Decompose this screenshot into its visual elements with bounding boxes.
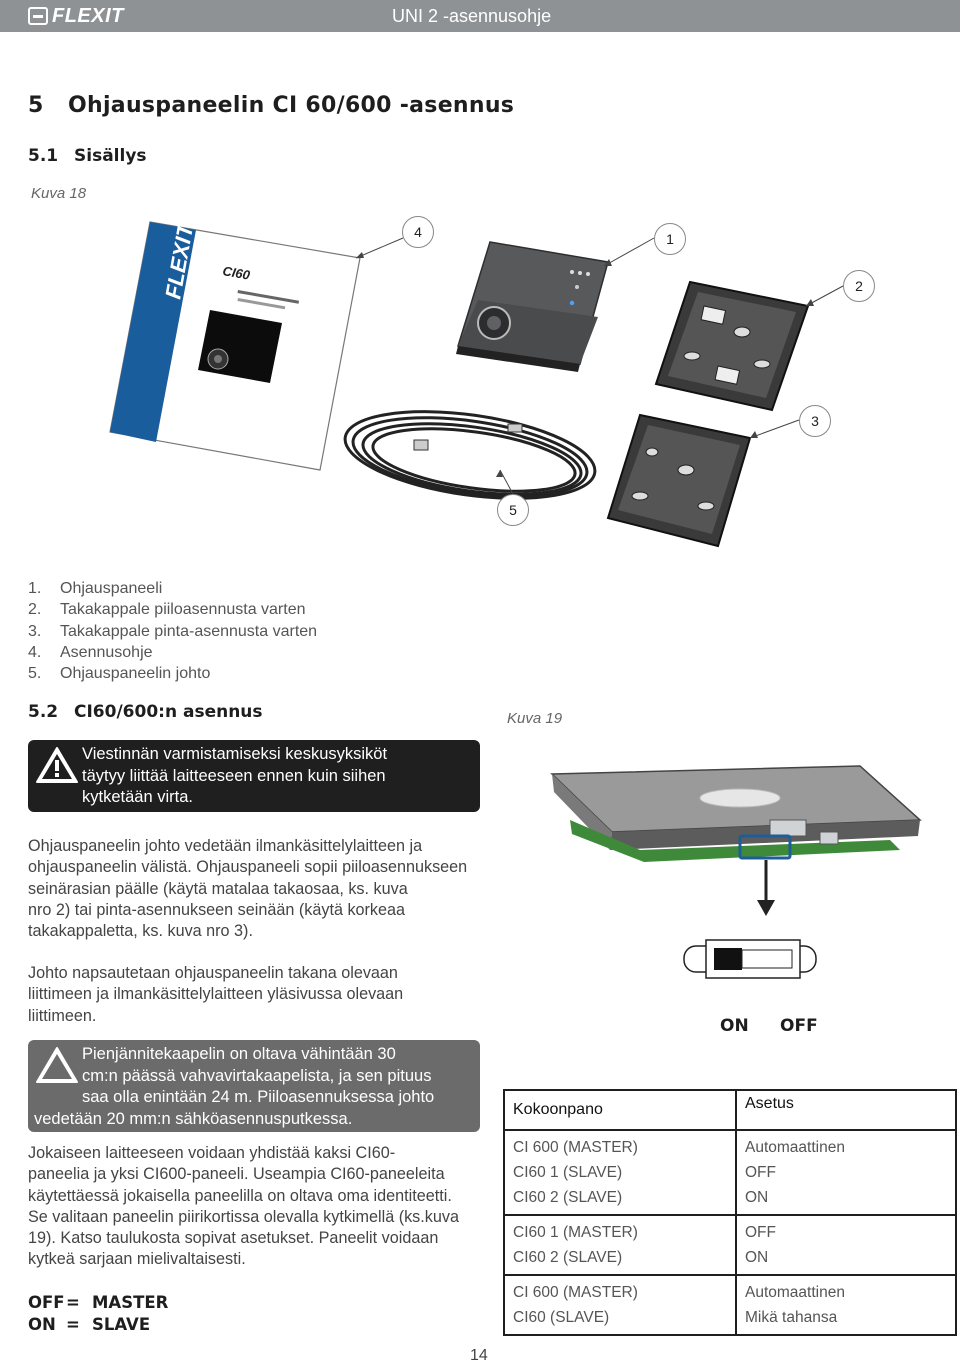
configuration-table: Kokoonpano Asetus CI 600 (MASTER) CI60 1…	[503, 1089, 957, 1336]
callout-bubble: 3	[799, 405, 831, 437]
subsection-number: 5.1	[28, 146, 59, 166]
control-panel-cable-illustration	[343, 410, 597, 500]
flexit-logo-icon	[28, 7, 48, 25]
warning-box-cable: Pienjännitekaapelin on oltava vähintään …	[28, 1040, 480, 1132]
list-item: 3.Takakappale pinta-asennusta varten	[28, 622, 318, 640]
table-header-configuration: Kokoonpano	[503, 1089, 737, 1131]
table-cell-configuration: CI 600 (MASTER) CI60 (SLAVE)	[503, 1274, 737, 1336]
warning-line: cm:n päässä vahvavirtakaapelista, ja sen…	[82, 1066, 432, 1085]
table-row: CI 600 (MASTER) CI60 1 (SLAVE) CI60 2 (S…	[503, 1129, 957, 1216]
subsection-heading-installation: 5.2 CI60/600:n asennus	[28, 702, 263, 722]
switch-label-on: ON	[720, 1016, 749, 1036]
contents-list: 1.Ohjauspaneeli 2.Takakappale piiloasenn…	[28, 580, 317, 686]
flush-mount-backplate-illustration	[654, 280, 810, 412]
warning-line: saa olla enintään 24 m. Piiloasennuksess…	[82, 1088, 435, 1106]
figure-caption-18: Kuva 18	[31, 185, 87, 202]
table-cell-configuration: CI 600 (MASTER) CI60 1 (SLAVE) CI60 2 (S…	[503, 1129, 737, 1216]
legend-row: ON=SLAVE	[28, 1315, 151, 1334]
subsection-title: CI60/600:n asennus	[74, 702, 263, 722]
table-row: CI 600 (MASTER) CI60 (SLAVE) Automaattin…	[503, 1274, 957, 1336]
brand-name: FLEXIT	[52, 4, 124, 27]
figure-18-illustration: FLEXIT CI60	[109, 220, 844, 548]
flexit-logo: FLEXIT	[28, 4, 124, 28]
warning-line: täytyy liittää laitteeseen ennen kuin si…	[82, 766, 386, 785]
warning-triangle-icon	[36, 1047, 78, 1083]
dip-switch-illustration	[683, 939, 817, 979]
table-cell-setting: OFF ON	[735, 1214, 957, 1276]
installation-manual-illustration: FLEXIT CI60	[109, 220, 361, 471]
table-header-setting: Asetus	[735, 1089, 957, 1131]
table-cell-setting: Automaattinen Mikä tahansa	[735, 1274, 957, 1336]
section-title: Ohjauspaneelin CI 60/600 -asennus	[68, 93, 515, 118]
legend-row: OFF=MASTER	[28, 1293, 169, 1312]
switch-label-off: OFF	[780, 1016, 818, 1036]
list-item: 2.Takakappale piiloasennusta varten	[28, 601, 306, 619]
paragraph-connector: Johto napsautetaan ohjauspaneelin takana…	[28, 964, 404, 1025]
warning-box-power: Viestinnän varmistamiseksi keskusyksiköt…	[28, 740, 480, 812]
table-row: CI60 1 (MASTER) CI60 2 (SLAVE) OFF ON	[503, 1214, 957, 1276]
warning-triangle-icon	[36, 747, 78, 783]
paragraph-panel-identity: Jokaiseen laitteeseen voidaan yhdistää k…	[28, 1144, 459, 1269]
subsection-title: Sisällys	[74, 146, 147, 166]
warning-line: Pienjännitekaapelin on oltava vähintään …	[82, 1045, 396, 1063]
table-cell-setting: Automaattinen OFF ON	[735, 1129, 957, 1216]
section-number: 5	[28, 93, 44, 118]
section-heading: 5 Ohjauspaneelin CI 60/600 -asennus	[28, 93, 514, 118]
callout-bubble: 5	[497, 494, 529, 526]
subsection-heading-contents: 5.1 Sisällys	[28, 146, 147, 166]
paragraph-cable-routing: Ohjauspaneelin johto vedetään ilmankäsit…	[28, 837, 468, 941]
pcb-panel-illustration	[550, 765, 922, 862]
list-item: 4.Asennusohje	[28, 643, 153, 661]
table-header-row: Kokoonpano Asetus	[503, 1089, 957, 1131]
callout-bubble: 1	[654, 223, 686, 255]
subsection-number: 5.2	[28, 702, 59, 722]
warning-line: Viestinnän varmistamiseksi keskusyksiköt	[82, 745, 388, 763]
document-title: UNI 2 -asennusohje	[392, 6, 552, 26]
control-panel-illustration	[456, 241, 609, 372]
warning-line: vedetään 20 mm:n sähköasennusputkessa.	[34, 1109, 353, 1128]
callout-bubble: 2	[843, 270, 875, 302]
figure-caption-19: Kuva 19	[507, 710, 563, 727]
list-item: 1.Ohjauspaneeli	[28, 580, 163, 597]
header-bar: FLEXIT UNI 2 -asennusohje	[0, 0, 960, 32]
switch-legend: OFF=MASTER ON=SLAVE	[28, 1292, 168, 1336]
booklet-model: CI60	[221, 263, 251, 283]
arrow-down-icon	[757, 860, 775, 916]
surface-mount-backplate-illustration	[606, 413, 752, 548]
callout-bubble: 4	[402, 216, 434, 248]
page-number: 14	[470, 1347, 488, 1364]
warning-line: kytketään virta.	[82, 788, 193, 806]
figure-19-illustration	[550, 765, 922, 979]
table-cell-configuration: CI60 1 (MASTER) CI60 2 (SLAVE)	[503, 1214, 737, 1276]
list-item: 5.Ohjauspaneelin johto	[28, 665, 211, 683]
